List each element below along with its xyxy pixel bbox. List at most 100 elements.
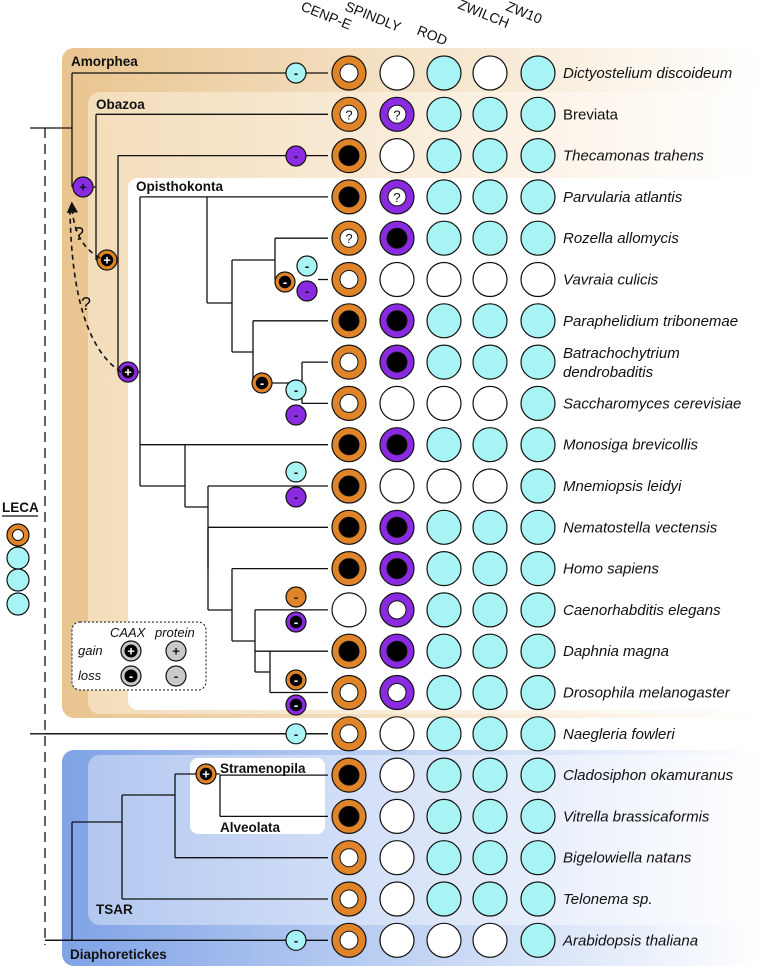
- legend-loss-label: loss: [78, 668, 102, 683]
- cell-zw10: [520, 633, 556, 669]
- cell-cenp-e: [331, 509, 367, 545]
- question-mark-label: ?: [74, 224, 84, 244]
- cell-zw10: [520, 592, 556, 628]
- cell-rod: [426, 798, 462, 835]
- caax-present-dot: [338, 145, 360, 167]
- present-circle: [426, 674, 462, 711]
- caax-present-dot: [338, 764, 360, 786]
- cell-spindly: ?: [379, 96, 415, 132]
- caax-present-dot: [338, 310, 360, 332]
- present-circle: [472, 592, 508, 628]
- leca-teal-state: [6, 568, 30, 592]
- marker-circle: [285, 461, 307, 483]
- cell-zw10: [520, 55, 556, 91]
- cell-zw10: [520, 138, 556, 174]
- absent-circle: [379, 716, 415, 752]
- cell-zwilch: [472, 138, 508, 174]
- question-mark: ?: [345, 231, 352, 246]
- absent-circle: [426, 922, 462, 958]
- caax-present-dot: [386, 310, 408, 332]
- stramenopila-alveolata-background: [190, 758, 325, 834]
- present-circle: [472, 550, 508, 587]
- cell-zwilch: [472, 55, 508, 91]
- cell-zw10: [520, 468, 556, 504]
- legend-caax-label: CAAX: [110, 625, 147, 640]
- cell-zw10: [520, 550, 556, 587]
- cell-cenp-e: [331, 757, 367, 793]
- cell-zwilch: [472, 96, 508, 132]
- cell-spindly: [379, 138, 415, 174]
- absent-circle: [472, 261, 508, 298]
- marker-symbol: +: [79, 180, 87, 195]
- caax-absent-dot: [387, 600, 407, 620]
- cell-zwilch: [472, 468, 508, 504]
- present-circle: [472, 427, 508, 463]
- species-name: Homo sapiens: [563, 561, 659, 578]
- cell-zw10: [520, 179, 556, 215]
- marker-symbol: +: [103, 253, 111, 268]
- column-header-rod: ROD: [415, 22, 450, 48]
- clade-label-diaphoretickes: Diaphoretickes: [70, 947, 167, 962]
- present-circle: [472, 303, 508, 339]
- cenp-e-caax-loss-marker: -: [285, 669, 307, 691]
- present-circle: [520, 592, 556, 628]
- caax-present-dot: [386, 227, 408, 249]
- cell-rod: [426, 344, 462, 380]
- caax-absent-dot: [339, 889, 359, 909]
- caax-unknown-dot: [339, 104, 359, 124]
- cell-spindly: [379, 922, 415, 958]
- spindly-caax-loss-marker: -: [285, 694, 307, 716]
- cell-spindly: [379, 716, 415, 752]
- legend-symbol: -: [129, 669, 133, 684]
- cell-rod: [426, 220, 462, 256]
- cell-rod: [426, 385, 462, 421]
- present-circle: [426, 179, 462, 215]
- cell-rod: [426, 303, 462, 339]
- clade-label-alveolata: Alveolata: [220, 820, 281, 835]
- legend-symbol: -: [174, 669, 178, 684]
- cell-spindly: [379, 840, 415, 876]
- leca-teal-state: [6, 592, 30, 616]
- marker-circle: [285, 404, 307, 426]
- present-circle: [472, 757, 508, 793]
- marker-symbol: -: [294, 726, 298, 741]
- cell-cenp-e: [331, 840, 367, 876]
- cell-rod: [426, 840, 462, 876]
- present-circle: [520, 220, 556, 256]
- cell-cenp-e: [331, 468, 367, 504]
- marker-circle: [285, 586, 307, 608]
- species-name: Mnemiopsis leidyi: [563, 478, 682, 495]
- leca-inner-dot: [12, 529, 24, 541]
- present-circle: [520, 881, 556, 917]
- clade-label-opisthokonta: Opisthokonta: [136, 179, 223, 194]
- species-name: Arabidopsis thaliana: [562, 932, 698, 949]
- cell-rod: [426, 881, 462, 917]
- cell-rod: [426, 509, 462, 545]
- species-name: Dictyostelium discoideum: [563, 65, 732, 82]
- cell-zw10: [520, 798, 556, 835]
- marker-circle: [285, 62, 307, 84]
- clade-label-tsar: TSAR: [96, 902, 133, 917]
- cell-zw10: [520, 509, 556, 545]
- present-circle: [472, 96, 508, 132]
- present-circle: [472, 633, 508, 669]
- cell-cenp-e: [331, 674, 367, 711]
- marker-circle: [285, 486, 307, 508]
- cell-rod: [426, 633, 462, 669]
- absent-circle: [520, 261, 556, 298]
- uncertain-origin-arrows: ? ?: [66, 201, 122, 373]
- marker-circle: [285, 379, 307, 401]
- cell-spindly: [379, 55, 415, 91]
- present-circle: [472, 798, 508, 835]
- species-names: Dictyostelium discoideumBreviataThecamon…: [562, 65, 741, 949]
- marker-circle: [72, 176, 94, 198]
- marker-symbol: -: [294, 149, 298, 164]
- caax-present-dot: [386, 434, 408, 456]
- marker-circle: [285, 145, 307, 167]
- cell-rod: [426, 674, 462, 711]
- absent-circle: [379, 385, 415, 421]
- cell-zwilch: [472, 716, 508, 752]
- cell-zw10: [520, 674, 556, 711]
- marker-symbol: -: [294, 465, 298, 480]
